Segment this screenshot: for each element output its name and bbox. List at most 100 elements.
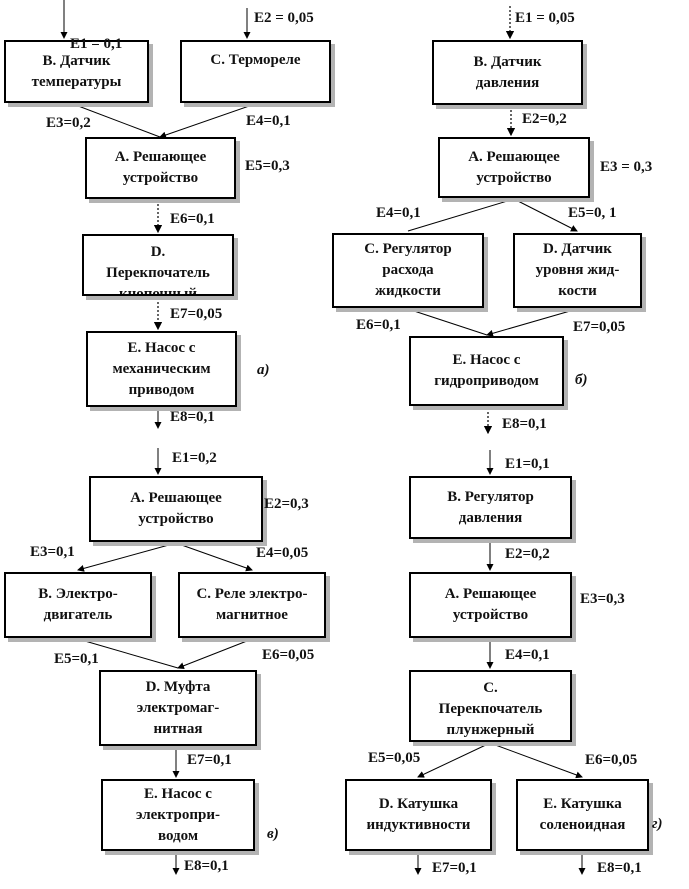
label-a-e6: E6=0,1 xyxy=(170,211,215,227)
box-d-b-pressure-regulator: В. Регулятор давления xyxy=(409,476,572,539)
label-d-e1: E1=0,1 xyxy=(505,456,550,472)
box-line: А. Решающее xyxy=(130,490,222,506)
box-line: С. Термореле xyxy=(210,52,301,68)
box-line: плунжерный xyxy=(446,722,535,738)
box-line: двигатель xyxy=(43,607,113,623)
box-line: В. Датчик xyxy=(42,52,111,69)
label-a-e8: E8=0,1 xyxy=(170,409,215,425)
connector-arrow xyxy=(77,542,177,572)
label-d-e7: E7=0,1 xyxy=(432,860,477,876)
label-b-e3: E3 = 0,3 xyxy=(600,159,653,175)
connector-arrow xyxy=(486,308,578,337)
box-line: D. Датчик xyxy=(543,241,612,257)
box-a-e-pump: Е. Насос с механическим приводом xyxy=(86,331,237,407)
box-line: D. Муфта xyxy=(145,678,211,695)
label-d-e4: E4=0,1 xyxy=(505,647,550,663)
box-line: электропри- xyxy=(136,806,220,823)
box-line: гидроприводом xyxy=(434,373,539,389)
label-a-e7: E7=0,05 xyxy=(170,306,223,322)
box-line: приводом xyxy=(128,381,195,398)
label-b-e4: E4=0,1 xyxy=(376,205,421,221)
box-b-a-decision-device: А. Решающее устройство xyxy=(438,137,590,198)
label-a-e3: E3=0,2 xyxy=(46,115,91,131)
label-b-e2: E2=0,2 xyxy=(522,111,567,127)
box-a-a-decision-device: А. Решающее устройство xyxy=(85,137,236,199)
box-line: индуктивности xyxy=(366,817,471,833)
box-line: устройство xyxy=(122,170,199,186)
box-line: Перекпочатель xyxy=(106,265,210,281)
box-line: Е. Катушка xyxy=(543,796,622,812)
label-c-e1: E1=0,2 xyxy=(172,450,217,466)
label-a-e1: E1 = 0,1 xyxy=(70,36,123,52)
label-d-e5: E5=0,05 xyxy=(368,750,421,766)
box-line: механическим xyxy=(112,360,211,377)
box-line: Перекпочатель xyxy=(438,701,543,717)
connector-arrow xyxy=(77,638,179,669)
box-line: А. Решающее xyxy=(444,586,537,602)
label-c-e8: E8=0,1 xyxy=(184,858,229,874)
box-line: давления xyxy=(475,74,540,91)
box-line: водом xyxy=(157,827,199,844)
connector-arrow xyxy=(72,103,161,138)
box-line: магнитное xyxy=(216,607,288,623)
label-c-e4: E4=0,05 xyxy=(256,545,309,561)
box-b-c-flow-regulator: С. Регулятор расхода жидкости xyxy=(332,233,484,308)
box-c-c-electromagnetic-relay: С. Реле электро- магнитное xyxy=(178,572,326,638)
box-line: В. Датчик xyxy=(473,53,542,70)
tag-c: в) xyxy=(267,826,279,842)
box-b-d-level-sensor: D. Датчик уровня жид- кости xyxy=(513,233,642,308)
box-line: кнопочный xyxy=(119,286,197,296)
box-line: электромаг- xyxy=(136,699,220,716)
box-line: температуры xyxy=(31,73,122,90)
box-line: расхода xyxy=(382,262,434,278)
connector-arrow xyxy=(175,542,253,572)
connector-arrow xyxy=(407,198,515,232)
box-a-d-switch: D. Перекпочатель кнопочный xyxy=(82,234,234,296)
box-line: нитная xyxy=(153,720,203,737)
label-b-e7: E7=0,05 xyxy=(573,319,626,335)
label-d-e2: E2=0,2 xyxy=(505,546,550,562)
box-line: Е. Насос с xyxy=(127,339,196,356)
tag-d: г) xyxy=(652,816,663,832)
label-b-e8: E8=0,1 xyxy=(502,416,547,432)
label-c-e5: E5=0,1 xyxy=(54,651,99,667)
connector-arrow xyxy=(159,103,256,139)
box-line: устройство xyxy=(452,607,529,623)
label-d-e3: E3=0,3 xyxy=(580,591,625,607)
box-line: жидкости xyxy=(375,283,441,299)
box-b-b-pressure-sensor: В. Датчик давления xyxy=(432,40,583,105)
box-c-d-clutch: D. Муфта электромаг- нитная xyxy=(99,670,257,746)
box-line: Е. Насос с xyxy=(144,785,212,802)
box-c-e-pump: Е. Насос с электропри- водом xyxy=(101,779,255,851)
label-b-e1: E1 = 0,05 xyxy=(515,10,575,26)
label-a-e2: E2 = 0,05 xyxy=(254,10,314,26)
connector-arrow xyxy=(513,198,578,232)
box-a-b-temperature-sensor: В. Датчик температуры xyxy=(4,40,149,103)
tag-b: б) xyxy=(575,372,588,388)
label-c-e3: E3=0,1 xyxy=(30,544,75,560)
box-line: С. Регулятор xyxy=(364,241,452,257)
box-line: В. Электро- xyxy=(38,586,118,602)
label-c-e7: E7=0,1 xyxy=(187,752,232,768)
label-c-e6: E6=0,05 xyxy=(262,647,315,663)
box-a-c-thermo-relay: С. Термореле xyxy=(180,40,331,103)
box-b-e-pump: Е. Насос с гидроприводом xyxy=(409,336,564,406)
box-d-a-decision-device: А. Решающее устройство xyxy=(409,572,572,638)
box-line: устройство xyxy=(138,511,214,527)
box-d-d-inductance-coil: D. Катушка индуктивности xyxy=(345,779,492,851)
connector-arrow xyxy=(489,742,583,779)
box-d-c-plunger-switch: С. Перекпочатель плунжерный xyxy=(409,670,572,742)
box-line: А. Решающее xyxy=(468,148,560,165)
box-line: D. xyxy=(150,244,166,260)
box-line: устройство xyxy=(476,169,552,186)
tag-a: а) xyxy=(257,362,270,378)
box-line: кости xyxy=(558,283,597,299)
box-line: С. Реле электро- xyxy=(196,586,308,602)
box-line: давления xyxy=(458,509,523,526)
label-a-e4: E4=0,1 xyxy=(246,113,291,129)
label-b-e5: E5=0, 1 xyxy=(568,205,617,221)
box-c-a-decision-device: А. Решающее устройство xyxy=(89,476,263,542)
label-d-e6: E6=0,05 xyxy=(585,752,638,768)
